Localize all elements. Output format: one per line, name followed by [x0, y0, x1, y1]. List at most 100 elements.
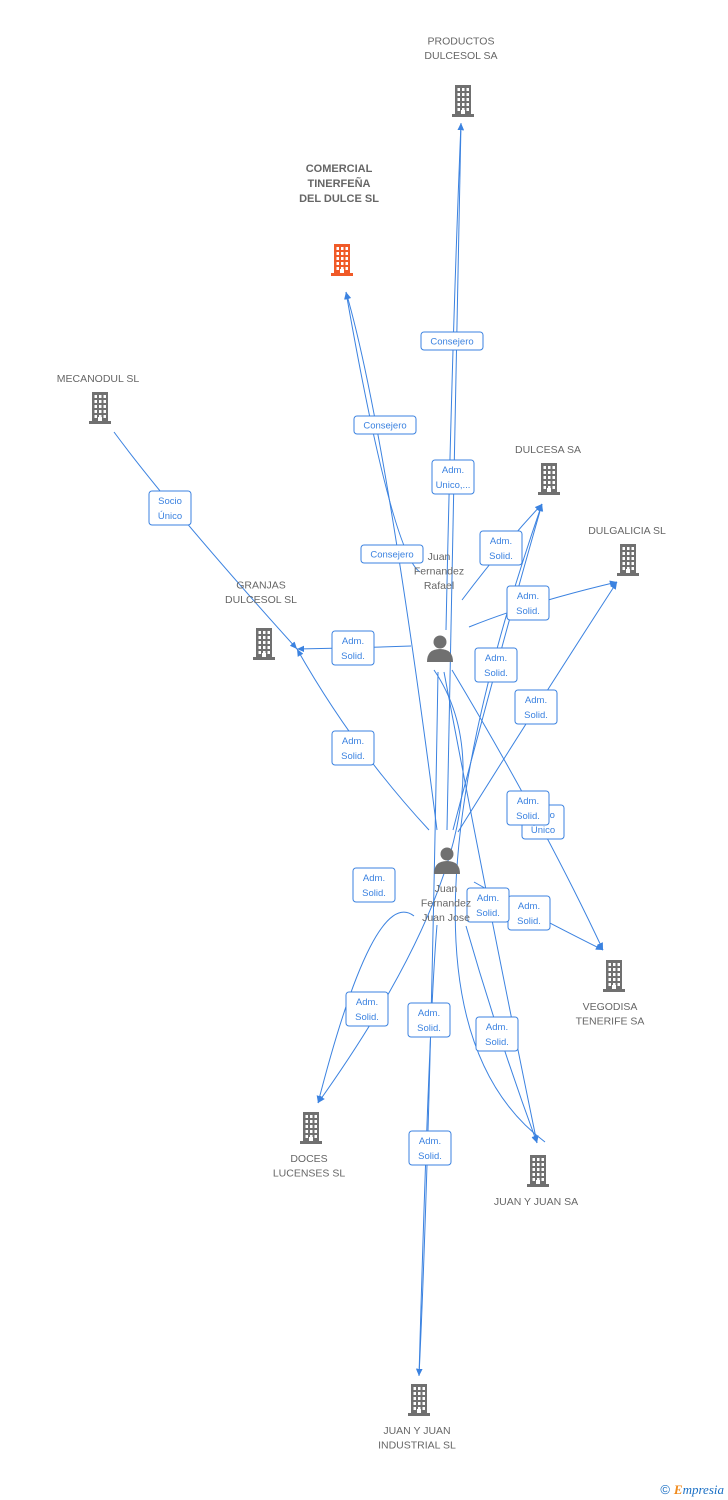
role-label-box	[474, 647, 518, 683]
role-label-text: Solid.	[341, 751, 365, 762]
role-label-text: Adm.	[342, 636, 364, 647]
role-label-text: Adm.	[486, 1022, 508, 1033]
node-label-line: COMERCIAL	[306, 163, 373, 175]
role-label-rafael-juanyjuanind[interactable]: Adm.Solid.	[408, 1130, 452, 1166]
role-label-jose-productos[interactable]: Adm. Unico,...	[431, 459, 475, 495]
role-label-text: Solid.	[484, 668, 508, 679]
role-label-text: Consejero	[370, 550, 413, 561]
building-icon	[408, 1384, 430, 1416]
building-icon	[331, 244, 353, 276]
role-label-box	[353, 415, 417, 435]
building-icon	[538, 463, 560, 495]
edge-rafael-juanyjuanind	[416, 671, 439, 1377]
node-label-line: TINERFEÑA	[308, 177, 371, 190]
role-label-text: Solid.	[489, 551, 513, 562]
node-label-line: DULCESOL SL	[225, 594, 297, 606]
role-label-text: Adm.	[356, 997, 378, 1008]
role-label-rafael-comercial[interactable]: Consejero	[360, 544, 424, 564]
building-icon	[300, 1112, 322, 1144]
role-label-text: Solid.	[485, 1037, 509, 1048]
edge-jose-comercial	[344, 291, 438, 831]
node-label-line: JUAN Y JUAN SA	[494, 1196, 578, 1208]
edge-juanyjuan-dulcesa	[454, 503, 546, 1143]
role-label-jose-doces[interactable]: Adm. Solid.	[352, 867, 396, 903]
node-label-line: GRANJAS	[236, 580, 286, 592]
role-label-rafael-dulcesa[interactable]: Adm.Solid.	[479, 530, 523, 566]
role-label-rafael-granjas[interactable]: Adm. Solid.	[331, 630, 375, 666]
node-label-line: Fernandez	[421, 898, 471, 910]
role-label-jose-comercial[interactable]: Consejero	[353, 415, 417, 435]
person-icon	[434, 847, 460, 874]
role-label-text: Solid.	[362, 888, 386, 899]
role-label-box	[466, 887, 510, 923]
company-label-dulcesa: DULCESA SA	[515, 444, 581, 456]
role-label-jose-juanyjuanind[interactable]: Adm.Solid.	[407, 1002, 451, 1038]
role-label-rafael-doces[interactable]: Adm.Solid.	[506, 790, 550, 826]
node-label-line: LUCENSES SL	[273, 1168, 346, 1180]
brand-initial: E	[673, 1482, 683, 1497]
role-label-text: Adm.	[485, 653, 507, 664]
role-label-text: Único	[531, 825, 555, 836]
role-label-text: Socio	[158, 496, 182, 507]
role-label-rafael-productos[interactable]: Consejero	[420, 331, 484, 351]
role-label-box	[352, 867, 396, 903]
role-label-box	[331, 730, 375, 766]
company-node-doces[interactable]: DOCES LUCENSES SL	[273, 1112, 346, 1180]
role-label-text: Consejero	[363, 421, 406, 432]
edge-mecanodul-granjas	[113, 431, 298, 650]
role-label-text: Adm.	[442, 465, 464, 476]
role-label-text: Adm.	[418, 1008, 440, 1019]
node-label-line: DOCES	[290, 1153, 327, 1165]
role-label-rafael-juanyjuan[interactable]: Adm.Solid.	[466, 887, 510, 923]
role-label-text: Solid.	[418, 1151, 442, 1162]
role-label-text: Adm.	[363, 873, 385, 884]
company-node-juanyjuan[interactable]: JUAN Y JUAN SA	[494, 1155, 578, 1208]
role-label-text: Solid.	[341, 651, 365, 662]
role-label-box	[420, 331, 484, 351]
node-label-line: Fernandez	[414, 566, 464, 578]
role-label-box	[360, 544, 424, 564]
role-label-rafael-dulgalicia[interactable]: Adm.Solid.	[506, 585, 550, 621]
node-label-line: TENERIFE SA	[576, 1016, 645, 1028]
node-label-line: PRODUCTOS	[428, 36, 495, 48]
role-label-text: Solid.	[517, 916, 541, 927]
company-node-dulcesa[interactable]: DULCESA SA	[515, 444, 581, 495]
company-label-granjas: GRANJAS DULCESOL SL	[225, 580, 297, 607]
company-label-doces: DOCES LUCENSES SL	[273, 1153, 346, 1180]
company-node-comercial[interactable]: COMERCIAL TINERFEÑA DEL DULCE SL	[299, 163, 379, 276]
node-label-line: DEL DULCE SL	[299, 193, 379, 205]
company-label-juanyjuan: JUAN Y JUAN SA	[494, 1196, 578, 1208]
role-label-jose-vegodisa[interactable]: Adm.Solid.	[507, 895, 551, 931]
building-icon	[527, 1155, 549, 1187]
company-label-mecanodul: MECANODUL SL	[57, 373, 140, 385]
company-node-mecanodul[interactable]: MECANODUL SL	[57, 373, 140, 424]
company-node-dulgalicia[interactable]: DULGALICIA SL	[588, 525, 666, 576]
role-label-text: Solid.	[524, 710, 548, 721]
node-label-line: MECANODUL SL	[57, 373, 140, 385]
company-node-granjas[interactable]: GRANJAS DULCESOL SL	[225, 580, 297, 661]
building-icon	[452, 85, 474, 117]
role-label-text: Adm.	[342, 736, 364, 747]
role-label-jose-dulgalicia[interactable]: Adm. Solid.	[514, 689, 558, 725]
footer-brand[interactable]: ©Empresia	[660, 1482, 724, 1498]
role-label-text: Adm.	[477, 893, 499, 904]
role-label-jose-juanyjuan[interactable]: Adm. Solid.	[475, 1016, 519, 1052]
role-label-text: Adm.	[525, 695, 547, 706]
role-label-juanyjuan-dulcesa[interactable]: Adm.Solid.	[345, 991, 389, 1027]
brand-name: mpresia	[682, 1482, 724, 1497]
role-label-jose-dulcesa[interactable]: Adm. Solid.	[474, 647, 518, 683]
role-label-text: Unico,...	[436, 480, 471, 491]
role-label-box	[431, 459, 475, 495]
role-label-jose-granjas[interactable]: Adm. Solid.	[331, 730, 375, 766]
building-icon	[89, 392, 111, 424]
